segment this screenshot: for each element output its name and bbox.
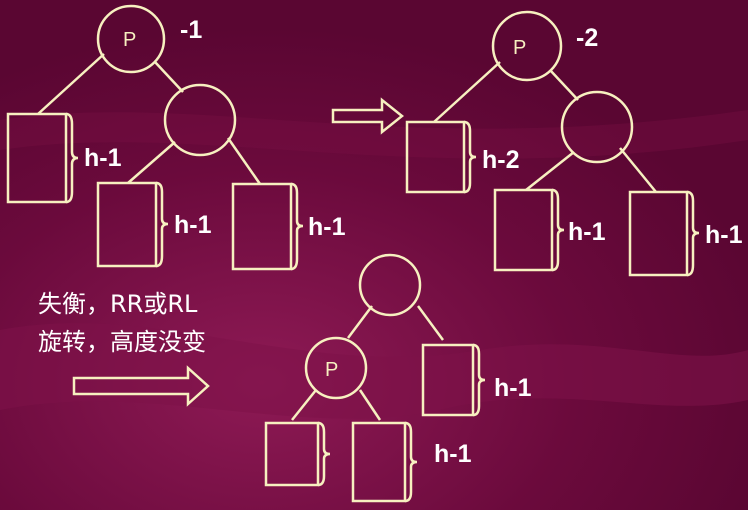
height-brace	[65, 112, 79, 204]
height-brace	[155, 181, 169, 268]
height-brace	[404, 421, 418, 503]
subtree-height-label: h-1	[174, 211, 212, 239]
height-brace	[551, 188, 565, 272]
tree-node-p	[304, 336, 368, 400]
edge	[291, 389, 317, 421]
edge	[549, 69, 579, 101]
edge	[525, 151, 575, 191]
tree-after-insert: P -2 h-2 h-1 h-1	[405, 10, 743, 277]
edge	[347, 305, 373, 339]
caption-line-2: 旋转，高度没变	[38, 328, 206, 356]
subtree-height-label: h-1	[705, 221, 743, 249]
subtree-height-label: h-2	[482, 146, 520, 174]
right-arrow-icon	[331, 97, 405, 135]
node-label: P	[123, 29, 136, 51]
tree-node	[163, 83, 237, 157]
height-brace	[290, 182, 304, 271]
node-label: P	[325, 359, 338, 381]
node-label: P	[513, 37, 526, 59]
subtree-box	[628, 190, 689, 277]
caption-line-1: 失衡，RR或RL	[38, 290, 198, 318]
edge	[358, 389, 382, 421]
subtree-box	[405, 120, 466, 194]
height-brace	[317, 421, 331, 487]
background-wave	[0, 110, 748, 159]
subtree-height-label: h-1	[84, 144, 122, 172]
edge	[127, 141, 176, 184]
subtree-box	[421, 343, 475, 417]
subtree-height-label: h-1	[568, 218, 606, 246]
tree-before: P -1 h-1 h-1 h-1	[6, 4, 346, 271]
subtree-box	[6, 112, 68, 204]
tree-node-p	[491, 10, 563, 82]
height-brace	[472, 343, 486, 417]
subtree-box	[231, 182, 293, 271]
edge	[433, 61, 501, 123]
subtree-height-label: h-1	[434, 440, 472, 468]
edge	[226, 137, 262, 185]
subtree-box	[96, 181, 158, 268]
edge	[37, 53, 105, 115]
tree-node	[560, 90, 634, 164]
subtree-height-label: h-1	[308, 213, 346, 241]
subtree-height-label: h-1	[494, 374, 532, 402]
height-brace	[686, 190, 700, 277]
subtree-box	[493, 188, 554, 272]
right-arrow-icon	[72, 365, 210, 407]
edge	[619, 147, 657, 193]
subtree-box	[264, 421, 320, 487]
subtree-box	[351, 421, 407, 503]
height-brace	[463, 120, 477, 194]
balance-factor-label: -1	[180, 16, 202, 44]
balance-factor-label: -2	[576, 24, 598, 52]
tree-node-p	[96, 4, 166, 74]
edge	[154, 61, 184, 93]
tree-node	[358, 253, 422, 317]
tree-rotated: P h-1 h-1	[264, 253, 532, 503]
edge	[416, 305, 445, 341]
